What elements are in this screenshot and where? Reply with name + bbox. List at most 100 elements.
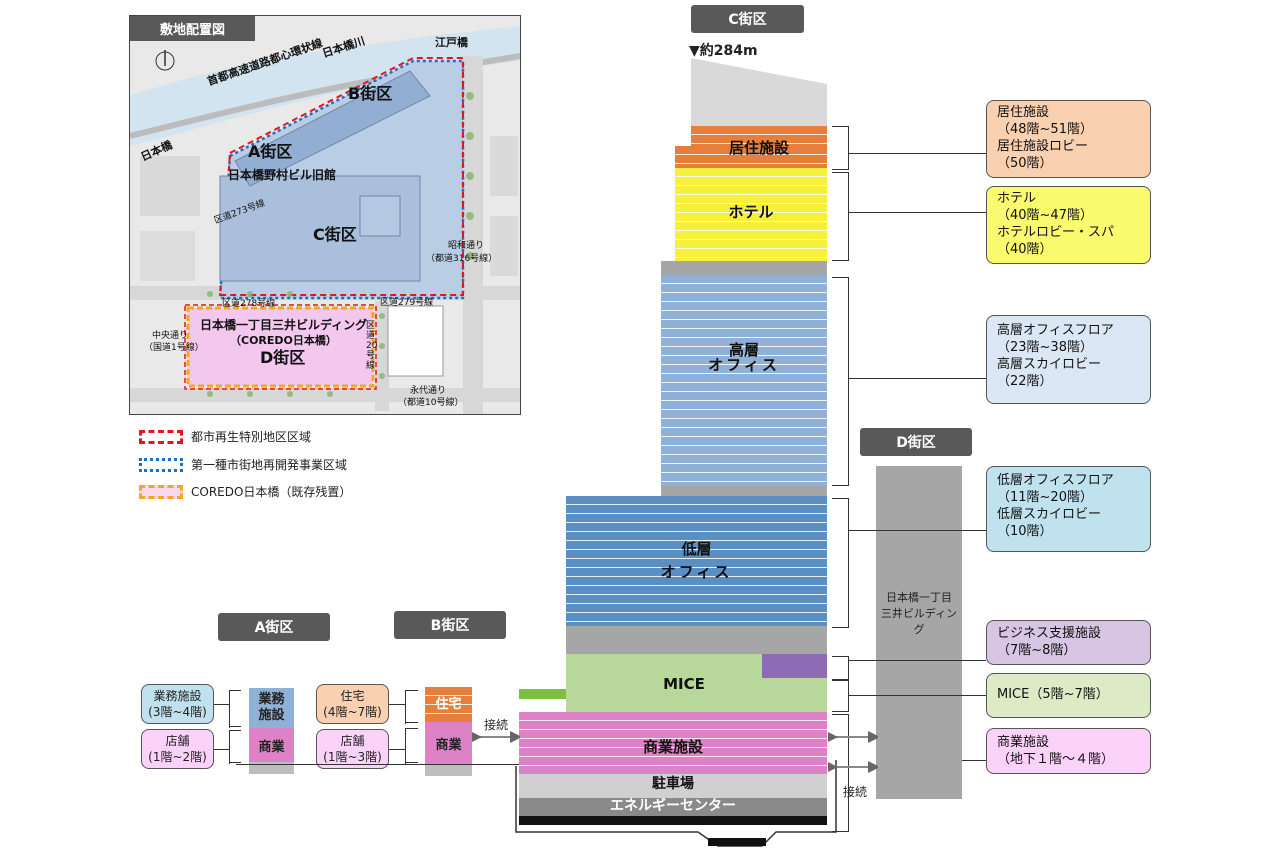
- label-ward279: 区道279号線: [380, 298, 434, 308]
- bracket-business: [832, 656, 849, 680]
- b-bracket-res-bottom: [405, 722, 418, 723]
- info-commercial: 商業施設 （地下１階～４階）: [986, 728, 1151, 774]
- sky-lobby-mid: [661, 486, 827, 496]
- label-block-a: A街区: [248, 142, 293, 161]
- info-low-office: 低層オフィスフロア （11階~20階） 低層スカイロビー （10階）: [986, 466, 1151, 552]
- label-mitsui-building: 日本橋一丁目三井ビルディング: [200, 318, 368, 332]
- a-info-shop-line-1: 店舗: [165, 734, 190, 748]
- label-eitai-1: 永代通り: [410, 386, 447, 396]
- bracket-commercial: [832, 714, 849, 832]
- a-info-business-line-2: (3階~4階): [148, 705, 207, 719]
- label-nomura: 日本橋野村ビル旧館: [228, 168, 337, 182]
- legend-label: 都市再生特別地区区域: [191, 430, 312, 444]
- info-mice-line-1: MICE（5階~7階）: [997, 687, 1109, 702]
- tag-block-a: A街区: [218, 613, 330, 641]
- info-high-office-line-4: （22階）: [997, 374, 1053, 389]
- info-hotel-line-4: （40階）: [997, 242, 1053, 257]
- a-bracket-shop-top: [229, 730, 241, 731]
- connect-label-b: 接続: [484, 718, 509, 732]
- high-office-floors: [661, 275, 827, 486]
- b-block-basement: [425, 764, 472, 776]
- label-block-d: D街区: [260, 348, 306, 367]
- b-block-residence: [425, 687, 472, 722]
- sky-lobby-upper: [661, 261, 827, 275]
- leader-commercial: [962, 760, 986, 761]
- tower-crown: [691, 58, 827, 126]
- leader-business: [848, 660, 986, 661]
- energy-floors: [519, 798, 827, 816]
- info-business: ビジネス支援施設 （7階~8階）: [986, 620, 1151, 665]
- legend-item-redevelopment: 第一種市街地再開発事業区域: [139, 456, 347, 473]
- legend-swatch-blue: [139, 457, 183, 472]
- legend-label: 第一種市街地再開発事業区域: [191, 458, 348, 472]
- b-bracket-residence: [405, 690, 406, 724]
- zone-energy: エネルギーセンター: [610, 798, 736, 814]
- sky-lobby-low: [566, 626, 827, 654]
- commercial-floors: [519, 712, 827, 774]
- legend-item-coredo: COREDO日本橋（既存残置）: [139, 483, 351, 500]
- label-edobashi: 江戸橋: [435, 36, 468, 49]
- b-info-residence: 住宅 (4階~7階): [316, 684, 389, 724]
- legend-label: COREDO日本橋（既存残置）: [191, 485, 352, 499]
- residential-floors-lower: [675, 146, 827, 168]
- a-bracket-shop-bottom: [229, 762, 241, 763]
- parking-floors: [519, 774, 827, 798]
- b-block-shop: 商業: [425, 722, 472, 764]
- a-leader-business: [214, 704, 229, 705]
- label-chuo-2: （国道1号線）: [144, 343, 204, 353]
- b-bracket-res-top: [405, 690, 418, 691]
- info-low-office-line-3: 低層スカイロビー: [997, 507, 1102, 522]
- connection-arrow-b: [472, 731, 520, 743]
- zone-high-office-1: 高層: [728, 341, 759, 359]
- d-building: [876, 466, 962, 799]
- leader-low-office: [848, 530, 986, 531]
- b-block-residence-label: 住宅: [435, 697, 462, 712]
- b-info-shop-line-1: 店舗: [340, 734, 365, 748]
- info-hotel: ホテル （40階~47階） ホテルロビー・スパ （40階）: [986, 186, 1151, 264]
- mice-floors: [566, 654, 762, 712]
- b-info-residence-line-2: (4階~7階): [323, 705, 382, 719]
- d-building-line-2: 三井ビルディング: [880, 607, 958, 636]
- a-info-shop: 店舗 (1階~2階): [141, 729, 214, 769]
- info-low-office-line-4: （10階）: [997, 524, 1053, 539]
- legend-swatch-orange: [139, 484, 183, 499]
- a-leader-shop: [214, 749, 229, 750]
- label-eitai-2: （都道10号線）: [398, 398, 464, 408]
- b-bracket-shop-bottom: [405, 762, 418, 763]
- leader-hotel: [848, 212, 986, 213]
- bracket-mice: [832, 680, 849, 712]
- leader-mice: [848, 695, 986, 696]
- connect-label-d: 接続: [843, 785, 868, 799]
- label-ward278: 区道278号線: [222, 299, 276, 309]
- b-info-residence-line-1: 住宅: [340, 689, 365, 703]
- legend-swatch-red: [139, 429, 183, 444]
- info-low-office-line-1: 低層オフィスフロア: [997, 473, 1114, 488]
- b-info-shop-line-2: (1階~3階): [323, 750, 382, 764]
- tag-block-b: B街区: [394, 611, 506, 639]
- a-block-shop: 商業: [249, 728, 294, 762]
- business-support-floors: [762, 654, 827, 678]
- residential-floors-upper: [691, 126, 827, 146]
- a-bracket-business-top: [229, 690, 241, 691]
- info-high-office-line-2: （23階~38階）: [997, 340, 1093, 355]
- info-residential-line-3: 居住施設ロビー: [997, 139, 1089, 154]
- bracket-high-office: [832, 277, 849, 486]
- info-hotel-line-2: （40階~47階）: [997, 208, 1093, 223]
- info-residential: 居住施設 （48階~51階） 居住施設ロビー （50階）: [986, 100, 1151, 178]
- site-map: 敷地配置図 首都高速道路都心環状線 日本橋川 江戸橋 日本橋 B街区 A街区 日…: [129, 15, 521, 415]
- label-showa-2: （都道316号線）: [426, 254, 498, 264]
- info-residential-line-2: （48階~51階）: [997, 122, 1093, 137]
- a-block-business: 業務 施設: [249, 688, 294, 728]
- zone-high-office-2: オフィス: [708, 356, 780, 374]
- zone-low-office-1: 低層: [681, 540, 712, 558]
- info-high-office: 高層オフィスフロア （23階~38階） 高層スカイロビー （22階）: [986, 315, 1151, 404]
- height-marker: ▼約284m: [689, 43, 758, 59]
- bracket-residential: [832, 126, 849, 170]
- label-chuo-1: 中央通り: [152, 331, 189, 341]
- info-commercial-line-1: 商業施設: [997, 735, 1050, 750]
- info-hotel-line-1: ホテル: [997, 191, 1037, 206]
- d-building-line-1: 日本橋一丁目: [886, 591, 952, 604]
- b-bracket-shop-top: [405, 728, 418, 729]
- info-business-line-2: （7階~8階）: [997, 643, 1077, 658]
- leader-high-office: [848, 378, 986, 379]
